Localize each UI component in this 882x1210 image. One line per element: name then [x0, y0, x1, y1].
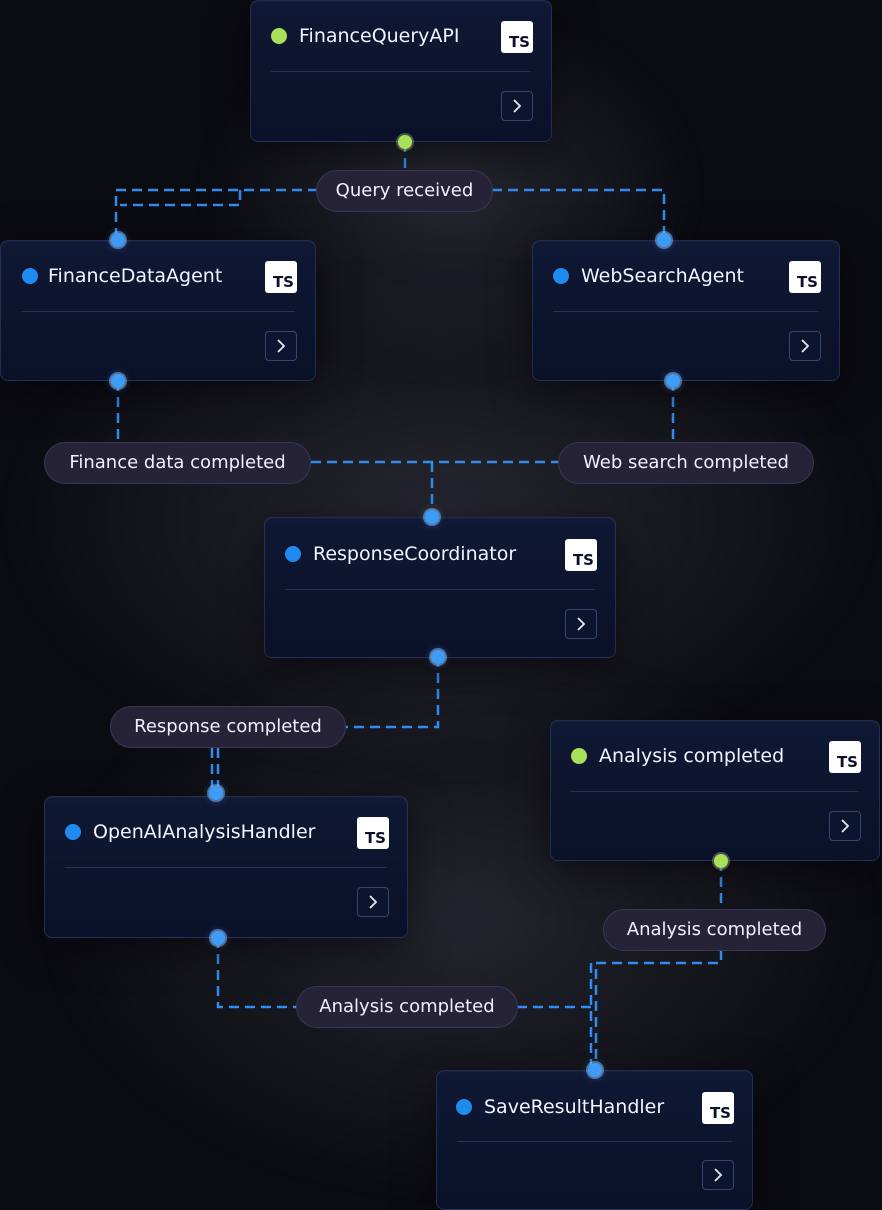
connector-line: [594, 950, 723, 1070]
event-pill-web-search-completed: Web search completed: [558, 442, 814, 484]
node-title: OpenAIAnalysisHandler: [93, 821, 316, 843]
output-port[interactable]: [111, 374, 125, 388]
node-title: SaveResultHandler: [484, 1096, 665, 1118]
node-web-search-agent[interactable]: WebSearchAgent TS: [532, 240, 840, 381]
expand-button[interactable]: [789, 331, 821, 361]
status-dot-icon: [285, 546, 301, 562]
expand-button[interactable]: [829, 811, 861, 841]
node-divider: [285, 589, 595, 590]
output-port[interactable]: [211, 931, 225, 945]
node-title: FinanceQueryAPI: [299, 25, 460, 47]
expand-button[interactable]: [565, 609, 597, 639]
event-pill-response-completed: Response completed: [110, 706, 346, 748]
typescript-icon: TS: [789, 261, 821, 293]
event-pill-query-received: Query received: [316, 170, 493, 212]
chevron-right-icon: [801, 339, 810, 353]
output-port[interactable]: [398, 135, 412, 149]
node-response-coordinator[interactable]: ResponseCoordinator TS: [264, 517, 616, 658]
typescript-icon: TS: [829, 741, 861, 773]
input-port[interactable]: [425, 510, 439, 524]
node-title: WebSearchAgent: [581, 265, 744, 287]
typescript-icon: TS: [357, 817, 389, 849]
node-title: Analysis completed: [599, 745, 785, 767]
output-port[interactable]: [666, 374, 680, 388]
node-divider: [457, 1141, 732, 1142]
status-dot-icon: [571, 748, 587, 764]
typescript-icon: TS: [565, 539, 597, 571]
status-dot-icon: [553, 268, 569, 284]
typescript-icon: TS: [702, 1092, 734, 1124]
node-divider: [553, 311, 819, 312]
node-finance-data-agent[interactable]: FinanceDataAgent TS: [0, 240, 316, 381]
input-port[interactable]: [657, 233, 671, 247]
input-port[interactable]: [588, 1063, 602, 1077]
node-analysis-completed[interactable]: Analysis completed TS: [550, 720, 880, 861]
typescript-icon: TS: [265, 261, 297, 293]
node-openai-analysis-handler[interactable]: OpenAIAnalysisHandler TS: [44, 796, 408, 938]
event-pill-analysis-completed: Analysis completed: [603, 909, 826, 951]
node-divider: [21, 311, 295, 312]
node-save-result-handler[interactable]: SaveResultHandler TS: [436, 1070, 753, 1210]
connector-line: [492, 188, 666, 240]
input-port[interactable]: [209, 786, 223, 800]
node-divider: [571, 791, 859, 792]
node-divider: [271, 71, 531, 72]
chevron-right-icon: [841, 819, 850, 833]
connector-line: [114, 188, 318, 240]
expand-button[interactable]: [265, 331, 297, 361]
connector-line: [346, 657, 440, 729]
event-pill-analysis-completed: Analysis completed: [296, 986, 518, 1028]
typescript-icon: TS: [501, 21, 533, 53]
event-pill-finance-data-completed: Finance data completed: [44, 442, 311, 484]
expand-button[interactable]: [702, 1160, 734, 1190]
input-port[interactable]: [111, 233, 125, 247]
expand-button[interactable]: [357, 887, 389, 917]
output-port[interactable]: [714, 854, 728, 868]
chevron-right-icon: [277, 339, 286, 353]
status-dot-icon: [22, 268, 38, 284]
status-dot-icon: [65, 824, 81, 840]
status-dot-icon: [271, 28, 287, 44]
node-finance-query-api[interactable]: FinanceQueryAPI TS: [250, 0, 552, 142]
connector-line: [216, 938, 297, 1009]
node-title: FinanceDataAgent: [48, 265, 223, 287]
node-title: ResponseCoordinator: [313, 543, 517, 565]
node-divider: [65, 867, 387, 868]
chevron-right-icon: [513, 99, 522, 113]
chevron-right-icon: [369, 895, 378, 909]
chevron-right-icon: [714, 1168, 723, 1182]
connector-line: [120, 190, 242, 207]
status-dot-icon: [456, 1099, 472, 1115]
chevron-right-icon: [577, 617, 586, 631]
output-port[interactable]: [431, 650, 445, 664]
expand-button[interactable]: [501, 91, 533, 121]
